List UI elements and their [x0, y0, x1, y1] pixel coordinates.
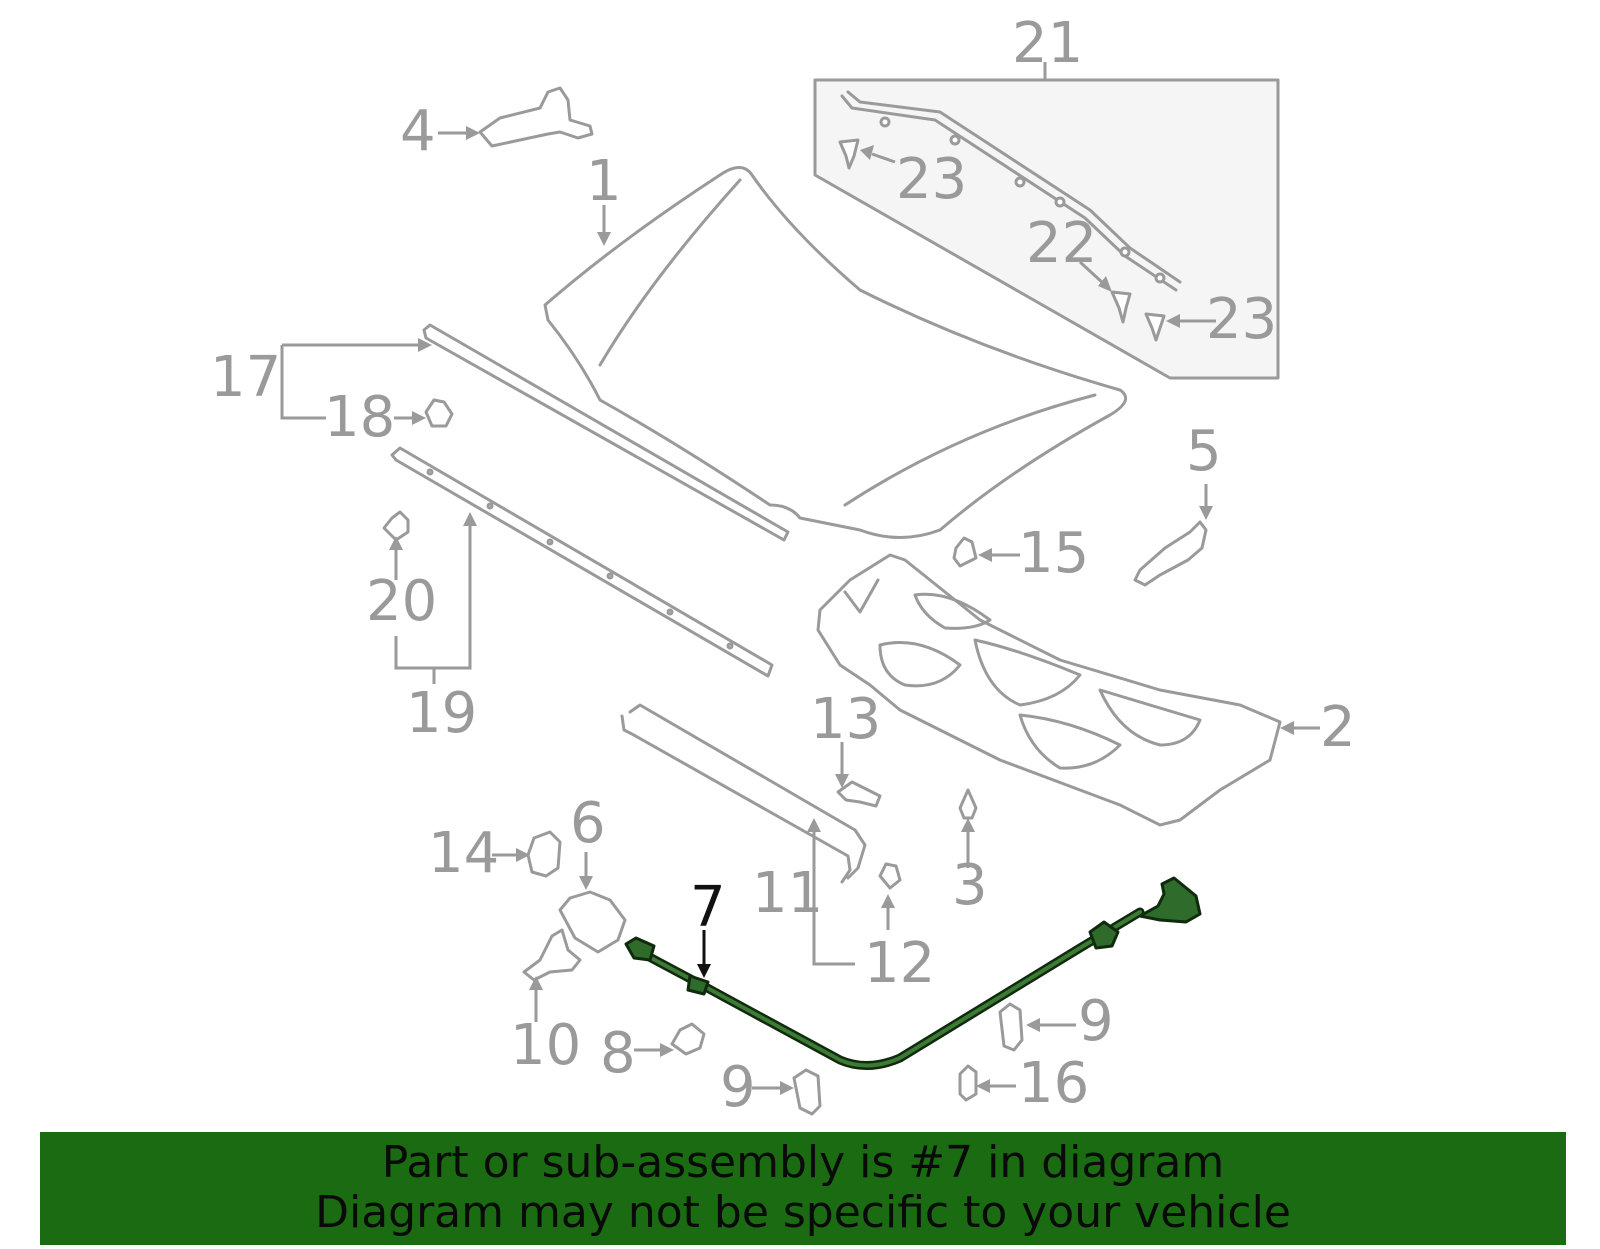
part-1-hood: [543, 166, 1128, 539]
callout-19: 19: [406, 681, 477, 746]
callout-21: 21: [1012, 11, 1083, 76]
part-19-seal: [390, 446, 774, 678]
callout-13: 13: [810, 687, 881, 752]
group-box-21: [813, 62, 1280, 380]
callout-9-left: 9: [720, 1055, 756, 1120]
banner-line-2: Diagram may not be specific to your vehi…: [315, 1187, 1291, 1238]
callout-9-right: 9: [1078, 989, 1114, 1054]
callout-10: 10: [510, 1013, 581, 1078]
part-12-grommet: [878, 862, 902, 890]
callout-labels: 21 4 1 23 22 23 17 18 5 15 20 19 13 2 14…: [210, 11, 1356, 1120]
part-13-holder: [836, 780, 882, 808]
callout-8: 8: [600, 1021, 636, 1086]
part-10-striker: [522, 928, 582, 982]
part-16-clip: [958, 1064, 978, 1102]
part-11-prop-rod: [620, 703, 867, 884]
part-23-clip-upper: [838, 138, 860, 170]
part-9-clip-right: [998, 1002, 1024, 1052]
callout-4: 4: [400, 99, 436, 164]
part-8-clip: [670, 1022, 706, 1056]
part-20-clip: [382, 510, 410, 542]
part-9-clip-left: [792, 1068, 822, 1116]
callout-22: 22: [1026, 211, 1097, 276]
part-6-lock: [558, 890, 627, 954]
part-23-clip-lower: [1144, 312, 1166, 342]
callout-6: 6: [570, 791, 606, 856]
callout-1: 1: [586, 149, 622, 214]
part-18-clip: [424, 398, 454, 428]
part-22-clip: [1110, 290, 1132, 324]
callout-23-lower: 23: [1206, 287, 1277, 352]
callout-3: 3: [952, 853, 988, 918]
part-7-release-cable: [624, 876, 1202, 1070]
callout-5: 5: [1186, 419, 1222, 484]
banner-line-1: Part or sub-assembly is #7 in diagram: [381, 1137, 1225, 1188]
parts-diagram: 21 4 1 23 22 23 17 18 5 15 20 19 13 2 14…: [210, 11, 1356, 1120]
part-14-latch: [526, 830, 562, 878]
part-2-insulator: [816, 553, 1282, 827]
callout-16: 16: [1018, 1051, 1089, 1116]
info-banner: Part or sub-assembly is #7 in diagram Di…: [40, 1132, 1566, 1245]
part-17-seal: [422, 323, 790, 542]
callout-15: 15: [1018, 521, 1089, 586]
callout-12: 12: [864, 931, 935, 996]
callout-14: 14: [428, 821, 499, 886]
leader-lines: [280, 126, 1320, 1095]
part-5-hinge: [1133, 520, 1208, 587]
part-22-molding: [840, 90, 1182, 292]
part-4-hinge: [478, 86, 594, 148]
callout-11: 11: [752, 861, 823, 926]
callout-18: 18: [324, 385, 395, 450]
callout-17: 17: [210, 345, 281, 410]
callout-23-upper: 23: [896, 147, 967, 212]
part-15-bumper: [952, 536, 978, 568]
part-3-clip: [958, 788, 978, 820]
callout-7: 7: [690, 875, 726, 940]
callout-2: 2: [1320, 695, 1356, 760]
callout-20: 20: [366, 569, 437, 634]
